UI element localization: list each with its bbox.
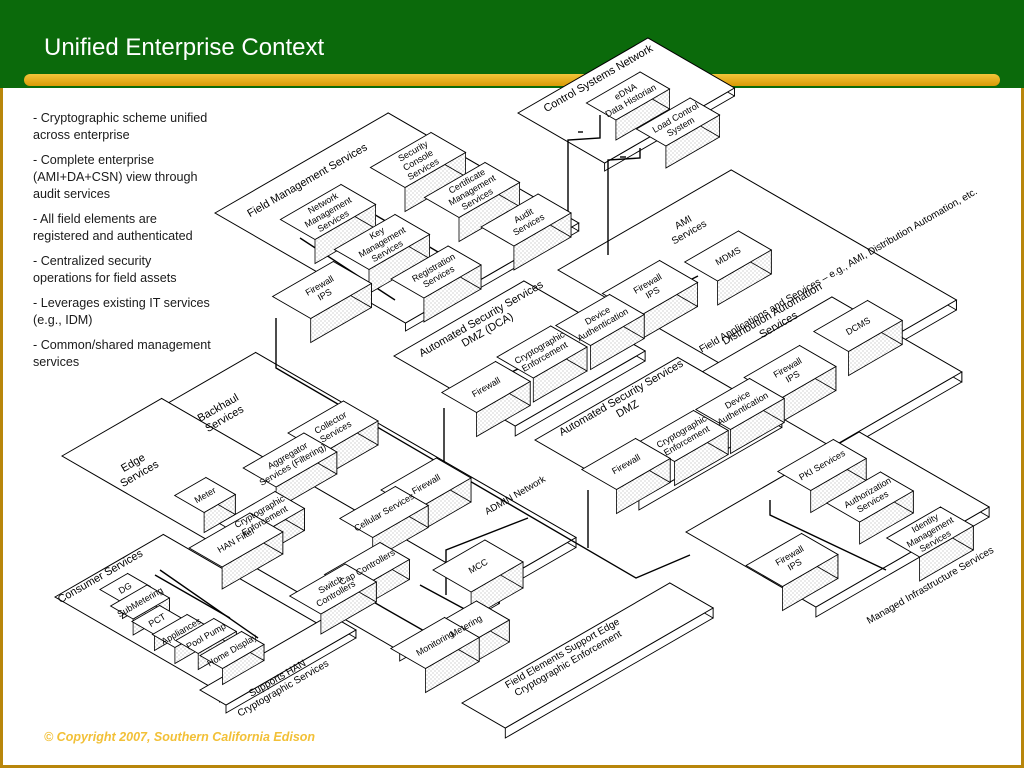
- firewall-dmz-box: [580, 437, 672, 515]
- bullet-item: - Complete enterprise (AMI+DA+CSN) view …: [33, 153, 198, 201]
- mis-link: [769, 500, 887, 571]
- meter-box: [173, 476, 237, 534]
- page-number: 10: [516, 730, 530, 744]
- firewall-dca-box: [440, 360, 532, 438]
- bullet-item: - All field elements are registered and …: [33, 212, 193, 243]
- bullet-item: - Leverages existing IT services (e.g., …: [33, 296, 210, 327]
- bullet-item: - Centralized security operations for fi…: [33, 254, 177, 285]
- device-authentication-dca-box: [554, 293, 646, 371]
- firewall-ips-da-box: [743, 344, 837, 424]
- website-link[interactable]: www.sce.com/ami: [794, 726, 966, 748]
- device-authentication-dmz-box: [694, 377, 786, 455]
- cryptographic-enforcement-dca-box: [496, 325, 588, 403]
- network-management-services-box: [279, 183, 377, 265]
- load-control-system-box: [635, 97, 721, 169]
- cryptographic-enforcement-dmz-box: [638, 409, 730, 487]
- han-filter-box: [188, 512, 284, 590]
- monitoring-box: [389, 616, 481, 694]
- audit-services-box: [480, 193, 572, 271]
- bullet-item: - Common/shared management services: [33, 338, 211, 369]
- gold-divider: [24, 74, 1000, 86]
- key-management-services-box: [333, 213, 431, 295]
- certificate-management-services-box: [423, 161, 521, 243]
- header-bar: [0, 0, 1024, 88]
- bullet-list: - Cryptographic scheme unified across en…: [33, 110, 213, 379]
- copyright-text: © Copyright 2007, Southern California Ed…: [44, 730, 316, 744]
- switch-controllers-box: [288, 563, 378, 635]
- edna-data-historian-box: [585, 71, 671, 141]
- consumer-bus: [154, 574, 231, 619]
- slide-title: Unified Enterprise Context: [44, 34, 325, 61]
- ctrl-link-2: [419, 584, 471, 613]
- security-console-services-box: [369, 131, 467, 213]
- registration-services-box: [390, 245, 482, 323]
- admin-drop-mcc: [445, 517, 529, 595]
- dcms-box: [812, 299, 904, 377]
- firewall-ips-mis-box: [745, 532, 839, 612]
- field-elements-support-platform: [461, 582, 715, 739]
- pki-services-box: [776, 438, 868, 514]
- authorization-services-box: [825, 471, 915, 545]
- firewall-ips-ami-box: [601, 259, 699, 341]
- home-display-box: [199, 630, 265, 686]
- control-net-line-2: [607, 148, 641, 255]
- aggregator-services-box: [242, 432, 338, 510]
- identity-management-services-box: [885, 506, 975, 582]
- consumer-bus-2: [159, 569, 259, 639]
- mdms-box: [683, 230, 773, 306]
- control-net-line-1: [567, 115, 601, 225]
- mcc-box: [432, 539, 524, 619]
- firewall-ips-fms-box: [271, 260, 373, 344]
- supports-han-platform: [198, 614, 357, 714]
- bullet-item: - Cryptographic scheme unified across en…: [33, 111, 208, 142]
